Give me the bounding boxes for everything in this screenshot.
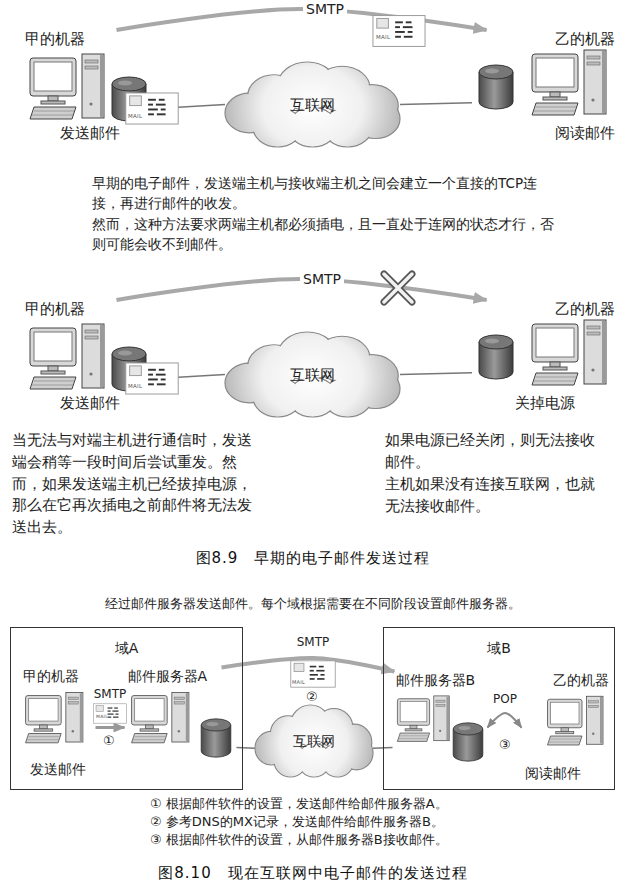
machine-node: 邮件服务器A bbox=[125, 668, 237, 768]
node-body: 关掉电源 bbox=[515, 394, 575, 412]
machine-node: 乙的机器阅读邮件 bbox=[472, 30, 618, 142]
domain-box: 域B 邮件服务器B 乙的机器阅读邮件 bbox=[383, 627, 615, 790]
disk-icon bbox=[453, 723, 483, 761]
node-body: 阅读邮件 bbox=[525, 765, 581, 782]
mail-tag: MAIL bbox=[292, 680, 305, 685]
note-text: ② 参考DNS的MX记录，发送邮件给邮件服务器B。 bbox=[150, 815, 444, 828]
connector bbox=[237, 747, 256, 749]
note-text: 然而，这种方法要求两端主机都必须插电，且一直处于连网的状态才行，否则可能会收不到… bbox=[92, 214, 558, 255]
note-text: ③ 根据邮件软件的设置，从邮件服务器B接收邮件。 bbox=[150, 833, 448, 846]
domain-box: 域A 甲的机器发送邮件 邮件服务器A bbox=[10, 627, 243, 790]
note-text: 如果电源已经关闭，则无法接收邮件。 bbox=[385, 430, 607, 474]
node-heading: 域A bbox=[115, 640, 139, 657]
node-heading: 乙的机器 bbox=[555, 30, 615, 48]
edge-label: SMTP bbox=[91, 688, 130, 701]
computer-icon bbox=[26, 692, 83, 742]
cloud-fill bbox=[254, 108, 301, 146]
mail-icon bbox=[291, 661, 335, 687]
mail-icon bbox=[126, 363, 178, 394]
cloud-fill bbox=[275, 744, 307, 776]
edge-label: SMTP bbox=[294, 636, 333, 649]
node-body: 发送邮件 bbox=[60, 394, 120, 412]
mail-icon bbox=[373, 16, 425, 47]
node-heading: 甲的机器 bbox=[23, 668, 79, 685]
node-heading: 互联网 bbox=[290, 366, 335, 384]
computer-icon bbox=[548, 696, 604, 745]
mail-tag: MAIL bbox=[128, 384, 142, 390]
node-body: 阅读邮件 bbox=[555, 124, 615, 142]
disk-icon bbox=[479, 65, 513, 109]
mail-tag: MAIL bbox=[376, 35, 390, 41]
node-heading: 邮件服务器A bbox=[128, 668, 208, 685]
figure-caption: 图8.10 现在互联网中电子邮件的发送过程 bbox=[0, 866, 626, 881]
disk-icon bbox=[201, 719, 231, 757]
mail-icon bbox=[94, 704, 127, 723]
computer-icon bbox=[532, 320, 606, 385]
note-text: 主机如果没有连接互联网，也就无法接收邮件。 bbox=[385, 474, 607, 518]
node-heading: 乙的机器 bbox=[553, 672, 609, 689]
edge-label: SMTP bbox=[300, 272, 344, 287]
callout-number: ② bbox=[306, 690, 318, 703]
cross-mark bbox=[384, 274, 412, 302]
connector bbox=[400, 103, 472, 105]
computer-icon bbox=[532, 50, 606, 115]
node-heading: 邮件服务器B bbox=[396, 672, 476, 689]
node-heading: 域B bbox=[487, 640, 511, 657]
node-heading: 互联网 bbox=[293, 733, 335, 750]
mail-icon bbox=[126, 93, 178, 124]
note-text: 早期的电子邮件，发送端主机与接收端主机之间会建立一个直接的TCP连接，再进行邮件… bbox=[92, 173, 558, 214]
mail-tag: MAIL bbox=[128, 114, 142, 120]
server-icon bbox=[132, 692, 189, 742]
computer-icon bbox=[30, 324, 104, 389]
machine-node: 甲的机器发送邮件 bbox=[22, 300, 157, 412]
cloud-fill bbox=[254, 378, 301, 416]
connector bbox=[96, 726, 125, 729]
node-body: 发送邮件 bbox=[30, 761, 86, 778]
node-heading: 甲的机器 bbox=[25, 300, 85, 318]
server-icon bbox=[397, 696, 449, 742]
edge-label: POP bbox=[490, 693, 520, 706]
callout-number: ③ bbox=[499, 738, 511, 751]
node-heading: 甲的机器 bbox=[25, 30, 85, 48]
cloud-node: 互联网 bbox=[225, 62, 400, 147]
callout-number: ① bbox=[103, 734, 115, 747]
machine-node: 邮件服务器B bbox=[393, 672, 488, 772]
note-text: ① 根据邮件软件的设置，发送邮件给邮件服务器A。 bbox=[150, 797, 448, 810]
machine-node: 乙的机器关掉电源 bbox=[472, 300, 618, 412]
machine-node: 甲的机器发送邮件 bbox=[22, 30, 157, 142]
node-heading: 互联网 bbox=[290, 96, 335, 114]
machine-node: 乙的机器阅读邮件 bbox=[522, 672, 612, 782]
note-text: 经过邮件服务器发送邮件。每个域根据需要在不同阶段设置邮件服务器。 bbox=[0, 597, 626, 610]
note-text: 当无法与对端主机进行通信时，发送端会稍等一段时间后尝试重发。然而，如果发送端主机… bbox=[12, 430, 262, 539]
figure-caption: 图8.9 早期的电子邮件发送过程 bbox=[0, 551, 626, 566]
node-heading: 乙的机器 bbox=[555, 300, 615, 318]
connector bbox=[117, 9, 487, 30]
connector bbox=[488, 713, 522, 728]
cloud-node: 互联网 bbox=[255, 705, 373, 777]
connector bbox=[400, 373, 472, 375]
machine-node: 甲的机器发送邮件 bbox=[20, 668, 96, 778]
cloud-node: 互联网 bbox=[225, 332, 400, 417]
edge-label: SMTP bbox=[303, 2, 347, 17]
node-body: 发送邮件 bbox=[60, 124, 120, 142]
mail-tag: MAIL bbox=[96, 715, 108, 720]
computer-icon bbox=[30, 54, 104, 119]
disk-icon bbox=[479, 335, 513, 379]
